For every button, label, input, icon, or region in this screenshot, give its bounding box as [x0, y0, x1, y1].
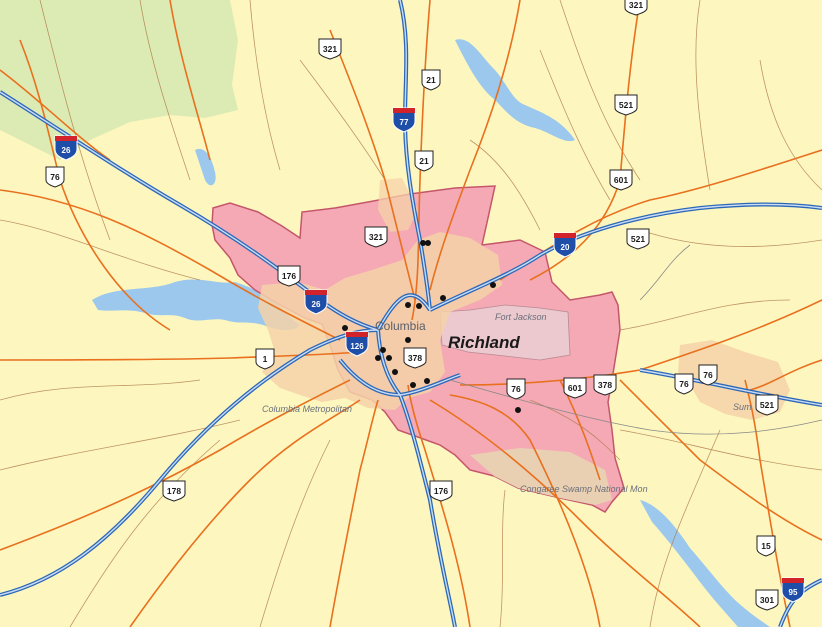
us-route-shield-icon: 601 — [609, 169, 633, 191]
us-route-number: 378 — [408, 353, 422, 363]
us-route-shield-icon: 378 — [593, 374, 617, 396]
us-route-shield-icon: 15 — [756, 535, 776, 557]
us-route-number: 301 — [760, 595, 774, 605]
us-route-shield-icon: 1 — [255, 348, 275, 370]
columbia-metropolitan-label: Columbia Metropolitan — [262, 404, 352, 414]
us-route-number: 15 — [761, 541, 771, 551]
interstate-number: 77 — [400, 118, 409, 127]
us-route-shield-icon: 321 — [624, 0, 648, 16]
us-route-number: 21 — [419, 156, 429, 166]
us-route-number: 176 — [434, 486, 448, 496]
interstate-shield-icon: 77 — [392, 107, 416, 133]
lake-wateree — [455, 39, 575, 142]
us-route-number: 76 — [703, 370, 713, 380]
city-dot-icon — [405, 302, 411, 308]
columbia-label: Columbia — [375, 319, 426, 333]
small-lake — [195, 148, 216, 186]
us-route-shield-icon: 521 — [614, 94, 638, 116]
interstate-shield-icon: 126 — [345, 331, 369, 357]
interstate-number: 126 — [350, 342, 364, 351]
interstate-shield-icon: 26 — [54, 135, 78, 161]
interstate-number: 20 — [561, 243, 570, 252]
us-route-shield-icon: 21 — [414, 150, 434, 172]
city-dot-icon — [440, 295, 446, 301]
fort-jackson-area — [439, 304, 571, 361]
us-route-shield-icon: 601 — [563, 377, 587, 399]
lake-marion — [640, 500, 770, 627]
city-dot-icon — [425, 240, 431, 246]
interstate-shield-icon: 26 — [304, 289, 328, 315]
us-route-shield-icon: 378 — [403, 347, 427, 369]
city-dot-icon — [410, 382, 416, 388]
us-route-number: 176 — [282, 271, 296, 281]
us-route-number: 76 — [511, 384, 521, 394]
columbia-urban-area — [258, 232, 502, 410]
city-dot-icon — [424, 378, 430, 384]
us-route-number: 601 — [614, 175, 628, 185]
city-dot-icon — [375, 355, 381, 361]
city-dot-icon — [490, 282, 496, 288]
interstate-number: 26 — [312, 300, 321, 309]
congaree-swamp-label: Congaree Swamp National Mon — [520, 484, 648, 494]
interstate-number: 26 — [62, 146, 71, 155]
us-route-shield-icon: 76 — [506, 378, 526, 400]
us-route-number: 1 — [263, 354, 268, 364]
city-dot-icon — [416, 303, 422, 309]
route-shields: 26 77 26 126 20 95 321 21 21 521 601 521 76 321 176 1 37… — [45, 0, 805, 611]
richland-county-label[interactable]: Richland — [448, 333, 520, 352]
us-route-shield-icon: 301 — [755, 589, 779, 611]
us-route-number: 521 — [760, 400, 774, 410]
interstate-number: 95 — [789, 588, 798, 597]
city-dot-icon — [405, 337, 411, 343]
us-route-number: 178 — [167, 486, 181, 496]
city-dots — [342, 240, 521, 413]
us-route-shield-icon: 521 — [755, 394, 779, 416]
us-route-shield-icon: 76 — [45, 166, 65, 188]
us-route-number: 601 — [568, 383, 582, 393]
congaree-swamp-area — [470, 448, 612, 505]
city-dot-icon — [392, 369, 398, 375]
us-route-number: 521 — [619, 100, 633, 110]
interstate-shield-icon: 95 — [781, 577, 805, 603]
us-route-number: 521 — [631, 234, 645, 244]
city-dot-icon — [386, 355, 392, 361]
us-route-number: 321 — [629, 0, 643, 10]
city-dot-icon — [420, 240, 426, 246]
us-route-shield-icon: 176 — [429, 480, 453, 502]
city-dot-icon — [380, 347, 386, 353]
us-route-number: 76 — [679, 379, 689, 389]
us-route-shield-icon: 521 — [626, 228, 650, 250]
city-dot-icon — [342, 325, 348, 331]
us-route-shield-icon: 21 — [421, 69, 441, 91]
us-route-shield-icon: 76 — [698, 364, 718, 386]
us-route-number: 76 — [50, 172, 60, 182]
us-route-number: 321 — [323, 44, 337, 54]
us-route-number: 321 — [369, 232, 383, 242]
sumter-label: Sum — [733, 402, 752, 412]
interstate-shield-icon: 20 — [553, 232, 577, 258]
city-dot-icon — [515, 407, 521, 413]
us-route-shield-icon: 178 — [162, 480, 186, 502]
us-route-shield-icon: 76 — [674, 373, 694, 395]
us-route-shield-icon: 176 — [277, 265, 301, 287]
us-route-shield-icon: 321 — [318, 38, 342, 60]
fort-jackson-label: Fort Jackson — [495, 312, 547, 322]
us-route-number: 21 — [426, 75, 436, 85]
us-route-number: 378 — [598, 380, 612, 390]
us-route-shield-icon: 321 — [364, 226, 388, 248]
